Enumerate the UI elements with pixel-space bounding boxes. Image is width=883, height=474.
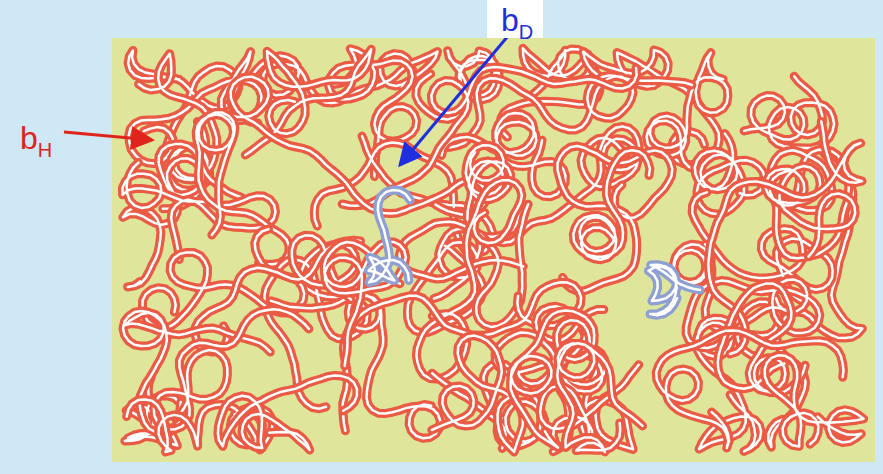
deuterated-chain-core bbox=[649, 265, 701, 316]
polymer-chain bbox=[573, 150, 650, 260]
subscript-text: H bbox=[38, 139, 52, 161]
polymer-chain-core bbox=[573, 150, 650, 260]
deuterated-chain bbox=[369, 190, 411, 282]
deuterated-chains bbox=[369, 190, 701, 315]
polymer-chain bbox=[765, 355, 864, 446]
polymer-chain-core bbox=[196, 112, 289, 264]
hydrogenated-chains bbox=[123, 48, 864, 452]
polymer-chain bbox=[416, 180, 522, 379]
polymer-chain-core bbox=[557, 343, 642, 452]
symbol-text: b bbox=[501, 2, 519, 38]
polymer-chain-core bbox=[416, 180, 522, 379]
pointer-arrow bbox=[400, 36, 508, 165]
scattering-length-label: bD bbox=[487, 0, 543, 38]
pointer-arrow bbox=[64, 132, 152, 140]
scattering-length-label: bH bbox=[20, 122, 52, 154]
deuterated-chain bbox=[649, 265, 701, 316]
polymer-chain-core bbox=[218, 375, 357, 450]
sample-region bbox=[112, 38, 875, 462]
polymer-chain bbox=[196, 112, 289, 264]
polymer-chain bbox=[218, 375, 357, 450]
subscript-text: D bbox=[519, 21, 533, 43]
deuterated-chain-core bbox=[369, 190, 411, 282]
symbol-text: b bbox=[20, 120, 38, 156]
polymer-chain-core bbox=[765, 355, 864, 446]
polymer-chain bbox=[557, 343, 642, 452]
